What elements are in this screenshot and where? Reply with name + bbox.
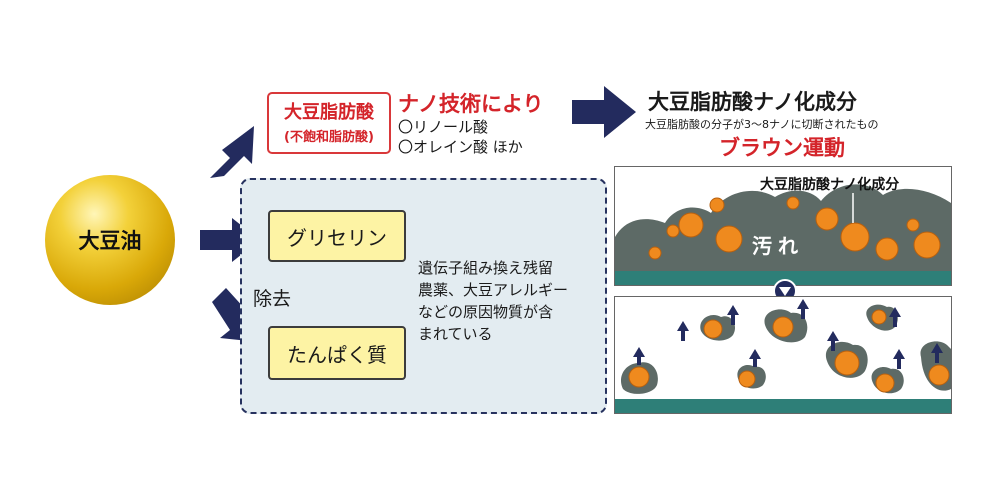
nano-component-title: 大豆脂肪酸ナノ化成分 (648, 90, 857, 114)
glycerin-box: グリセリン (268, 210, 406, 262)
nano-particle (906, 218, 920, 232)
dirt-illustration (615, 184, 951, 285)
up-arrow-icon (797, 299, 809, 319)
removal-label: 除去 (253, 288, 292, 310)
dirt-mass (615, 184, 951, 271)
nano-particle (786, 196, 800, 210)
unsaturated-fatty-acid-label: (不飽和脂肪酸) (284, 130, 374, 145)
lifted-dirt-panel (614, 296, 952, 414)
fatty-acid-label: 大豆脂肪酸 (284, 102, 374, 123)
dirt-label: 汚れ (752, 234, 804, 258)
arrow-to-nano (572, 86, 636, 138)
surface-floor (615, 399, 951, 413)
up-arrow-icon (677, 321, 689, 341)
glycerin-label: グリセリン (287, 225, 387, 250)
up-arrow-icon (727, 305, 739, 325)
nano-particle (840, 222, 870, 252)
dirt-illustration-panel (614, 166, 952, 286)
protein-box: たんぱく質 (268, 326, 406, 380)
up-arrow-icon (749, 349, 761, 367)
nano-particle (834, 350, 860, 376)
nano-particle (648, 246, 662, 260)
up-arrow-icon (633, 347, 645, 365)
brownian-motion-label: ブラウン運動 (719, 136, 845, 160)
nano-particle (875, 237, 899, 261)
soybean-oil-circle: 大豆油 (45, 175, 175, 305)
nano-component-panel-label: 大豆脂肪酸ナノ化成分 (760, 177, 900, 193)
protein-label: たんぱく質 (287, 342, 387, 367)
nano-particle (871, 309, 887, 325)
oleic-acid-item: 〇オレイン酸 ほか (398, 138, 523, 156)
surface-floor (615, 271, 951, 285)
linoleic-acid-item: 〇リノール酸 (398, 118, 489, 136)
up-arrow-icon (827, 331, 839, 351)
nano-particle (703, 319, 723, 339)
nano-particle (715, 225, 743, 253)
up-arrow-icon (931, 343, 943, 363)
fatty-acid-box: 大豆脂肪酸 (不飽和脂肪酸) (267, 92, 391, 154)
nano-component-description: 大豆脂肪酸の分子が3～8ナノに切断されたもの (645, 118, 879, 131)
nano-particle (815, 207, 839, 231)
nano-particle (738, 370, 756, 388)
nano-tech-title: ナノ技術により (398, 92, 544, 116)
nano-particle (628, 366, 650, 388)
lifted-dirt-illustration (615, 299, 951, 413)
nano-particle (913, 231, 941, 259)
nano-particle (772, 316, 794, 338)
soybean-oil-label: 大豆油 (78, 229, 142, 253)
nano-particle (678, 212, 704, 238)
gmo-note: 遺伝子組み換え残留 農薬、大豆アレルギー などの原因物質が含 まれている (418, 259, 569, 343)
nano-particle (928, 364, 950, 386)
nano-particle (666, 224, 680, 238)
up-arrow-icon (889, 307, 901, 327)
up-arrow-icon (893, 349, 905, 369)
nano-particle (875, 373, 895, 393)
nano-particle (709, 197, 725, 213)
arrow-up-right (210, 126, 254, 178)
